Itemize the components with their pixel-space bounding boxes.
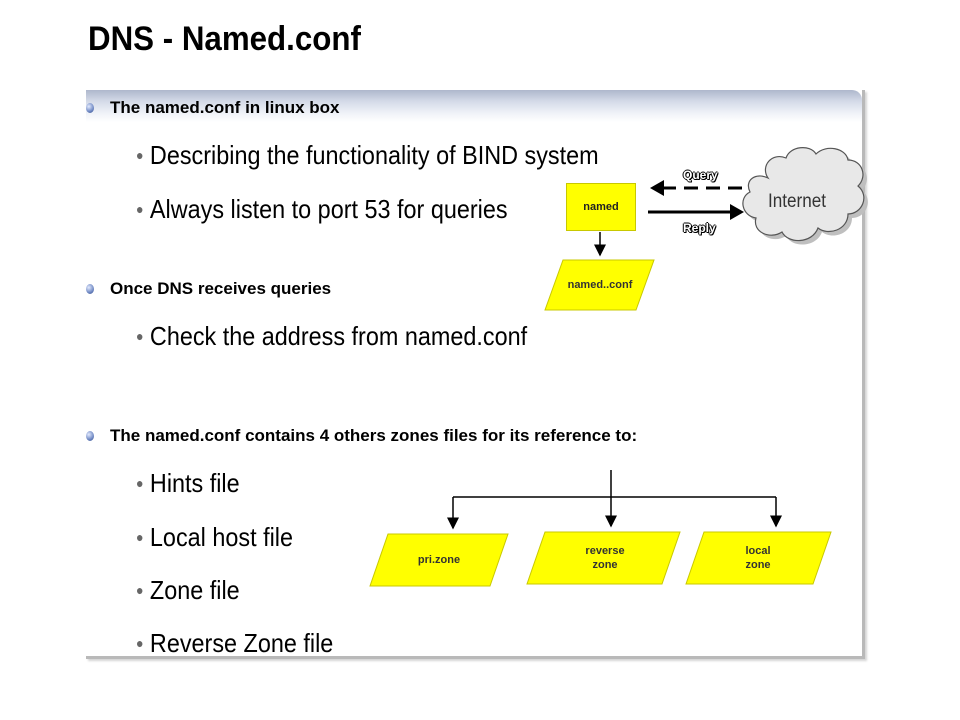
- list-item-text: Hints file: [149, 468, 240, 498]
- list-item-text: Always listen to port 53 for queries: [149, 194, 508, 224]
- named-box: named: [566, 183, 636, 231]
- list-item: ●Check the address from named.conf: [136, 321, 528, 351]
- list-item: ●Reverse Zone file: [136, 628, 334, 658]
- page-title: DNS - Named.conf: [88, 20, 361, 58]
- list-item-text: Check the address from named.conf: [149, 321, 528, 351]
- list-item: ●Local host file: [136, 522, 294, 552]
- zone-label-line: zone: [592, 559, 618, 571]
- zone-label-line: reverse: [585, 545, 625, 557]
- section-bullet-icon: [86, 431, 94, 441]
- list-item: ●Hints file: [136, 468, 240, 498]
- list-item-text: Reverse Zone file: [149, 628, 334, 658]
- list-item: ●Zone file: [136, 575, 240, 605]
- list-item: ●Describing the functionality of BIND sy…: [136, 140, 599, 170]
- named-conf-label: named..conf: [567, 279, 633, 291]
- list-item-text: Describing the functionality of BIND sys…: [149, 140, 599, 170]
- query-label: Query: [683, 168, 718, 182]
- panel-header-bar: [86, 90, 862, 122]
- zone-label-line: pri.zone: [417, 554, 461, 566]
- section-heading: The named.conf in linux box: [110, 98, 340, 117]
- internet-label: Internet: [768, 191, 826, 212]
- zone-label-line: local: [745, 545, 771, 557]
- list-item-text: Zone file: [149, 575, 240, 605]
- section-bullet-icon: [86, 284, 94, 294]
- section-bullet-icon: [86, 103, 94, 113]
- zone-label-pri: pri.zone: [379, 550, 499, 570]
- list-item: ●Always listen to port 53 for queries: [136, 194, 508, 224]
- list-item-text: Local host file: [149, 522, 294, 552]
- section-heading: Once DNS receives queries: [110, 279, 332, 298]
- zone-label-local: local zone: [695, 541, 821, 575]
- zone-label-line: zone: [745, 559, 771, 571]
- zone-label-reverse: reverse zone: [540, 541, 670, 575]
- reply-label: Reply: [683, 221, 716, 235]
- section-heading: The named.conf contains 4 others zones f…: [110, 426, 638, 445]
